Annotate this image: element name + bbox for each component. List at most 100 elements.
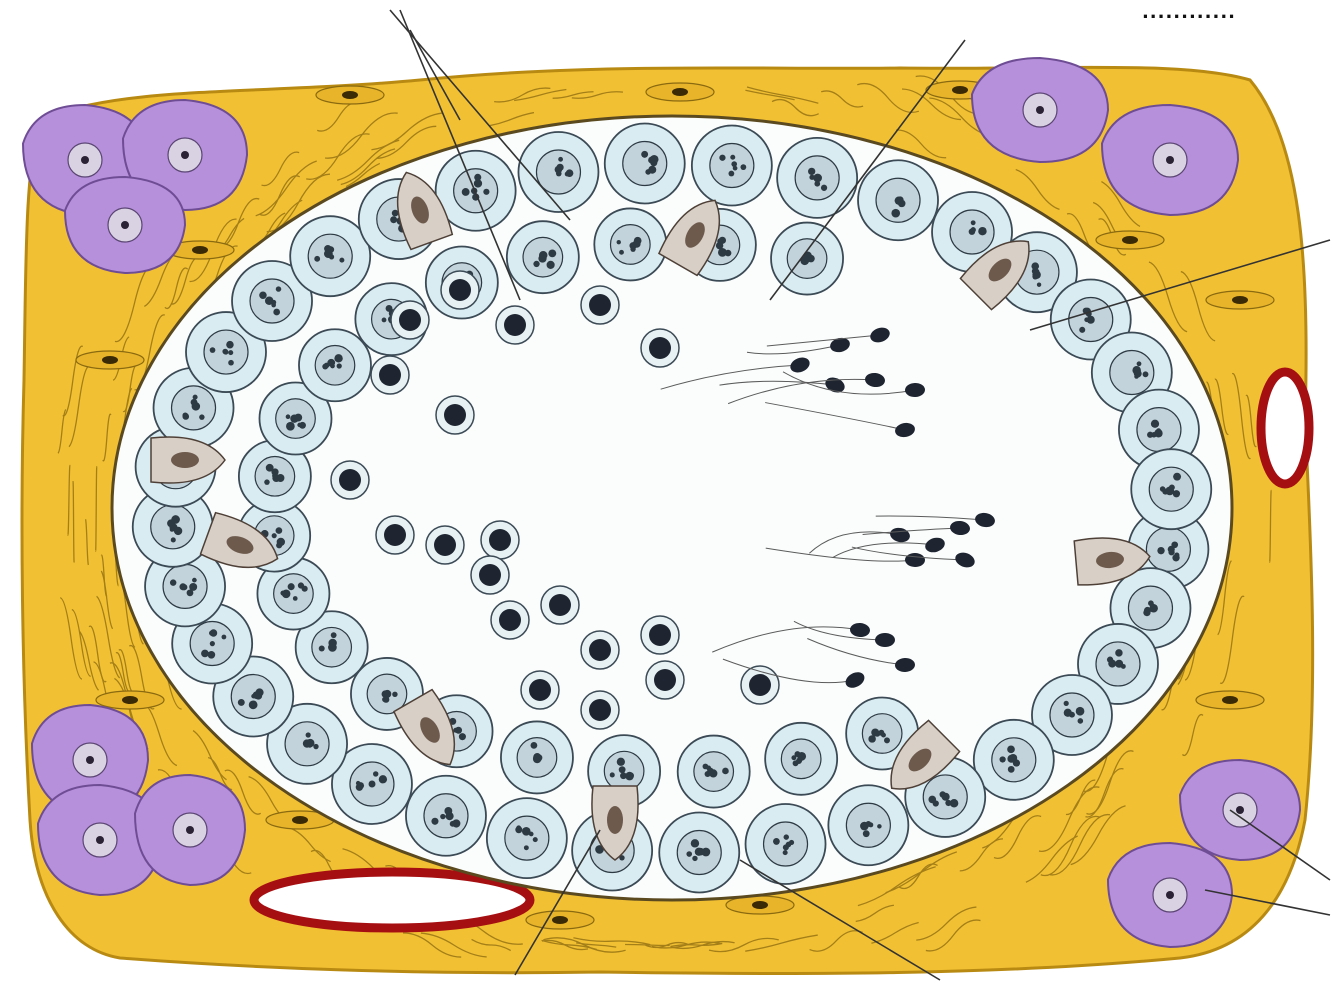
- chromatin-clump: [1157, 432, 1162, 437]
- sertoli-nucleus: [171, 452, 199, 468]
- chromatin-clump: [1031, 262, 1039, 270]
- fibroblast-nucleus: [122, 696, 138, 704]
- chromatin-clump: [193, 395, 198, 400]
- chromatin-clump: [459, 733, 466, 740]
- chromatin-clump: [719, 237, 726, 244]
- chromatin-clump: [692, 856, 697, 861]
- chromatin-clump: [540, 255, 546, 261]
- chromatin-clump: [942, 793, 950, 801]
- chromatin-clump: [450, 821, 456, 827]
- chromatin-clump: [531, 742, 538, 749]
- spermatid-nucleus: [499, 609, 521, 631]
- chromatin-clump: [265, 296, 274, 305]
- spermatogonium: [692, 125, 772, 205]
- spermatid-nucleus: [649, 624, 671, 646]
- primary-spermatocyte: [501, 721, 573, 793]
- spermatogonium: [406, 776, 486, 856]
- spermatogonium-nucleus: [764, 822, 808, 866]
- leydig-nucleolus: [1166, 891, 1174, 899]
- chromatin-clump: [313, 744, 318, 749]
- spermatid-nucleus: [589, 294, 611, 316]
- chromatin-clump: [331, 632, 337, 638]
- chromatin-clump: [264, 479, 270, 485]
- chromatin-clump: [620, 772, 627, 779]
- leydig-nucleolus: [1166, 156, 1174, 164]
- leydig-nucleolus: [186, 826, 194, 834]
- chromatin-clump: [192, 578, 197, 583]
- chromatin-clump: [445, 812, 453, 820]
- spermatogonium: [858, 160, 938, 240]
- chromatin-clump: [1117, 660, 1122, 665]
- chromatin-clump: [1007, 755, 1015, 763]
- chromatin-clump: [533, 837, 538, 842]
- chromatin-clump: [210, 347, 216, 353]
- corner-label: ............: [1142, 2, 1236, 23]
- spermatid-nucleus: [449, 279, 471, 301]
- chromatin-clump: [222, 349, 228, 355]
- chromatin-clump: [1079, 327, 1085, 333]
- primary-spermatocyte: [678, 736, 750, 808]
- chromatin-clump: [431, 818, 438, 825]
- chromatin-clump: [334, 354, 342, 362]
- chromatin-clump: [386, 305, 393, 312]
- spermatid-nucleus: [479, 564, 501, 586]
- chromatin-clump: [228, 350, 233, 355]
- chromatin-clump: [210, 641, 215, 646]
- leydig-nucleolus: [181, 151, 189, 159]
- chromatin-clump: [617, 240, 621, 244]
- chromatin-clump: [209, 630, 214, 635]
- chromatin-clump: [524, 845, 529, 850]
- chromatin-clump: [259, 291, 267, 299]
- chromatin-clump: [805, 257, 811, 263]
- spermatid-nucleus: [444, 404, 466, 426]
- chromatin-clump: [328, 643, 337, 652]
- fibroblast-nucleus: [1122, 236, 1138, 244]
- chromatin-clump: [191, 399, 198, 406]
- chromatin-clump: [718, 248, 727, 257]
- chromatin-clump: [1078, 718, 1084, 724]
- primary-spermatocyte-nucleus: [315, 345, 355, 385]
- chromatin-clump: [863, 830, 870, 837]
- chromatin-clump: [773, 838, 780, 845]
- chromatin-clump: [515, 826, 522, 833]
- chromatin-clump: [897, 200, 902, 205]
- primary-spermatocyte: [594, 208, 666, 280]
- chromatin-clump: [201, 650, 209, 658]
- seminiferous-tubule: [112, 116, 1232, 900]
- spermatogonium: [290, 216, 370, 296]
- leydig-nucleolus: [1236, 806, 1244, 814]
- chromatin-clump: [1157, 547, 1164, 554]
- chromatin-clump: [226, 341, 234, 349]
- chromatin-clump: [556, 171, 562, 177]
- chromatin-clump: [314, 256, 320, 262]
- chromatin-clump: [1087, 316, 1095, 324]
- fibroblast-nucleus: [342, 91, 358, 99]
- chromatin-clump: [691, 839, 699, 847]
- spermatid-nucleus: [339, 469, 361, 491]
- chromatin-clump: [686, 851, 692, 857]
- chromatin-clump: [276, 542, 282, 548]
- chromatin-clump: [650, 155, 659, 164]
- spermatogonium: [746, 804, 826, 884]
- chromatin-clump: [189, 583, 197, 591]
- chromatin-clump: [249, 700, 258, 709]
- chromatin-clump: [719, 155, 725, 161]
- chromatin-clump: [1165, 487, 1174, 496]
- spermatogonium-nucleus: [505, 816, 549, 860]
- chromatin-clump: [179, 583, 186, 590]
- chromatin-clump: [814, 181, 820, 187]
- chromatin-clump: [784, 834, 789, 839]
- chromatin-clump: [789, 840, 794, 845]
- chromatin-clump: [327, 246, 334, 253]
- primary-spermatocyte: [507, 221, 579, 293]
- leydig-nucleolus: [1036, 106, 1044, 114]
- chromatin-clump: [356, 784, 363, 791]
- chromatin-clump: [1147, 432, 1153, 438]
- chromatin-clump: [731, 161, 737, 167]
- spermatogonium: [518, 132, 598, 212]
- chromatin-clump: [709, 769, 717, 777]
- spermatid-nucleus: [489, 529, 511, 551]
- fibroblast-nucleus: [1222, 696, 1238, 704]
- chromatin-clump: [280, 590, 285, 595]
- spermatid-nucleus: [529, 679, 551, 701]
